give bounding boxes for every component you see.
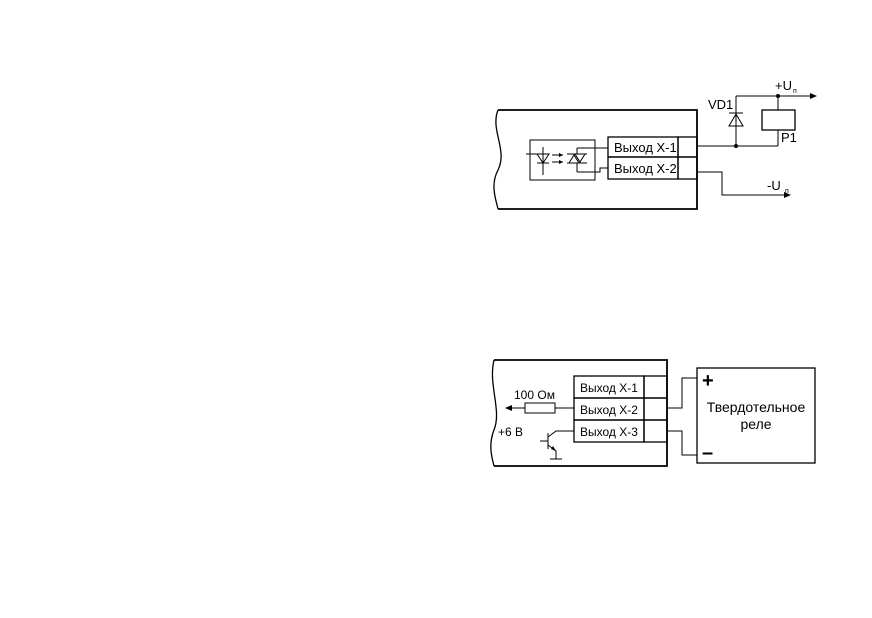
supply-minus-line [697,171,786,196]
label-plus-up: +U [775,78,792,93]
output-x1-label-2: Выход Х-1 [580,381,638,395]
relay-title-line2: реле [740,416,771,432]
device-body-1 [498,109,698,210]
output-x3-label-2: Выход Х-3 [580,425,638,439]
terminal-x2-pin-2 [643,397,668,421]
resistor-arrow-icon [505,405,512,411]
diagram-2-solid-state-relay-output: Выход Х-1 Выход Х-2 Выход Х-3 100 Ом +6 … [490,359,816,467]
device-break-edge-1 [493,109,502,210]
output-x2-label-2: Выход Х-2 [580,403,638,417]
terminal-x1-pin-1 [677,136,698,158]
terminal-x2-pin-1 [677,156,698,180]
label-vd1: VD1 [708,97,733,112]
diode-vd1-icon [728,96,744,146]
resistor-label: 100 Ом [514,388,555,402]
resistor-100-ohm [524,402,556,414]
voltage-label: +6 В [498,425,523,439]
output-x1-label-1: Выход Х-1 [614,140,677,155]
label-minus-un-sub: п [785,188,789,195]
triac-icon [567,147,595,173]
relay-title-line1: Твердотельное [707,399,806,415]
device-break-edge-2 [490,359,498,467]
terminal-x1-pin-2 [643,375,668,399]
label-p1: P1 [781,130,797,145]
light-arrows-icon [552,153,563,164]
label-minus-un: -U [767,178,781,193]
output-x2-label-1: Выход Х-2 [614,161,677,176]
led-icon [526,147,550,175]
relay-plus-sign: + [702,370,714,392]
supply-plus-arrow [810,93,817,99]
transistor-icon [540,430,574,460]
solid-state-relay-box [696,367,816,464]
wire-x2 [595,167,608,173]
supply-minus-arrow [784,192,791,198]
optocoupler-box [529,139,596,181]
diagram-1-optosimistor-output: Выход Х-1 Выход Х-2 +U п VD1 P1 -U п [493,78,817,210]
wire-plus [667,377,697,409]
relay-coil-p1 [761,109,796,131]
relay-minus-sign: – [702,442,713,464]
wire-minus [667,430,697,456]
label-plus-up-sub: п [793,88,797,95]
terminal-x3-pin-2 [643,419,668,443]
